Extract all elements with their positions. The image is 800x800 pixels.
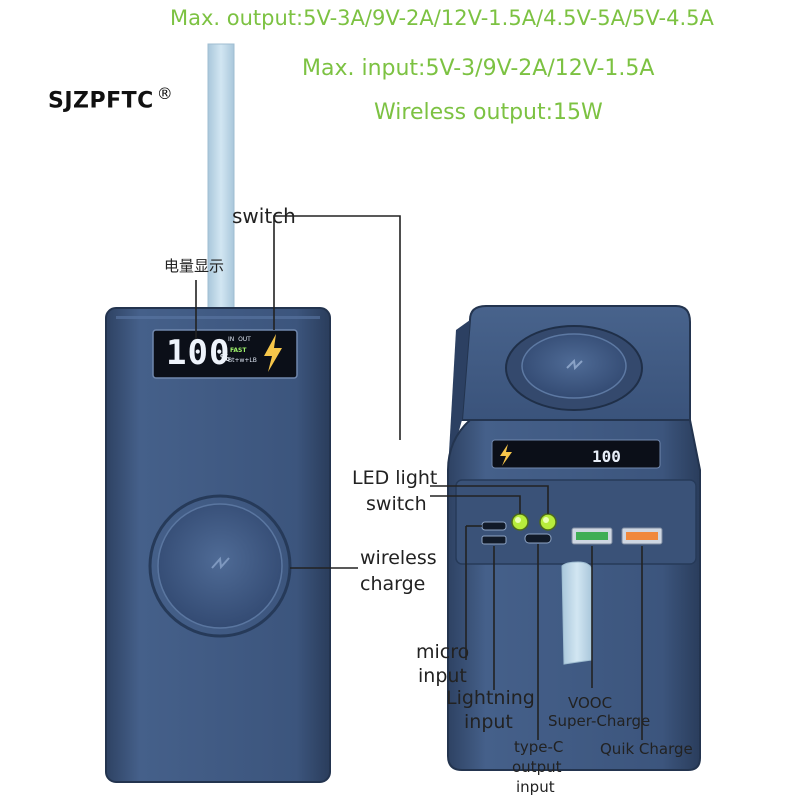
switch-label: switch bbox=[232, 204, 296, 228]
in-out-indicator: IN OUT bbox=[228, 336, 251, 343]
battery-percentage: 100 bbox=[166, 333, 231, 373]
brand-name: SJZPFTC bbox=[48, 88, 154, 114]
super-charge-label: Super-Charge bbox=[548, 712, 651, 730]
lightning-label: Lightning bbox=[446, 687, 535, 709]
lightning-input-label: input bbox=[464, 711, 513, 733]
micro-label: micro bbox=[416, 641, 470, 663]
max-output-spec: Max. output:5V-3A/9V-2A/12V-1.5A/4.5V-5A… bbox=[170, 6, 714, 30]
leader-lines bbox=[195, 215, 643, 740]
vooc-label: VOOC bbox=[568, 694, 613, 712]
battery-display-label: 电量显示 bbox=[164, 257, 225, 275]
rear-lcd-display bbox=[491, 439, 661, 469]
mode-indicator: Bt+w+LB bbox=[228, 357, 257, 364]
wireless-pad-left bbox=[148, 494, 292, 638]
wireless-output-spec: Wireless output:15W bbox=[374, 100, 603, 125]
brand-logo: SJZPFTC® bbox=[48, 84, 173, 113]
registered-mark: ® bbox=[156, 84, 174, 103]
bolt-icon bbox=[258, 332, 288, 374]
type-c-label: type-C bbox=[514, 738, 564, 756]
led-light-label: LED light bbox=[352, 467, 438, 489]
rear-readout: 100 bbox=[592, 447, 621, 466]
strap-right bbox=[561, 561, 593, 665]
lcd-display bbox=[152, 329, 298, 379]
percent-sign: % bbox=[220, 353, 231, 364]
fast-indicator: FAST bbox=[230, 347, 247, 354]
micro-input-label: input bbox=[418, 665, 467, 687]
led-switch-label: switch bbox=[366, 493, 427, 515]
wireless-icon-left bbox=[211, 556, 230, 570]
wireless-label: wireless bbox=[360, 547, 437, 569]
rear-bolt-icon bbox=[500, 444, 512, 466]
output-label: output bbox=[512, 758, 562, 776]
max-input-spec: Max. input:5V-3/9V-2A/12V-1.5A bbox=[302, 56, 655, 81]
lightning-port bbox=[481, 521, 507, 531]
quick-charge-label: Quik Charge bbox=[600, 740, 693, 758]
charge-label: charge bbox=[360, 573, 426, 595]
strap-left bbox=[207, 43, 235, 315]
micro-port bbox=[481, 535, 507, 545]
wireless-icon-right bbox=[566, 358, 583, 371]
type-c-input-label: input bbox=[516, 778, 555, 796]
type-c-port bbox=[524, 533, 552, 544]
